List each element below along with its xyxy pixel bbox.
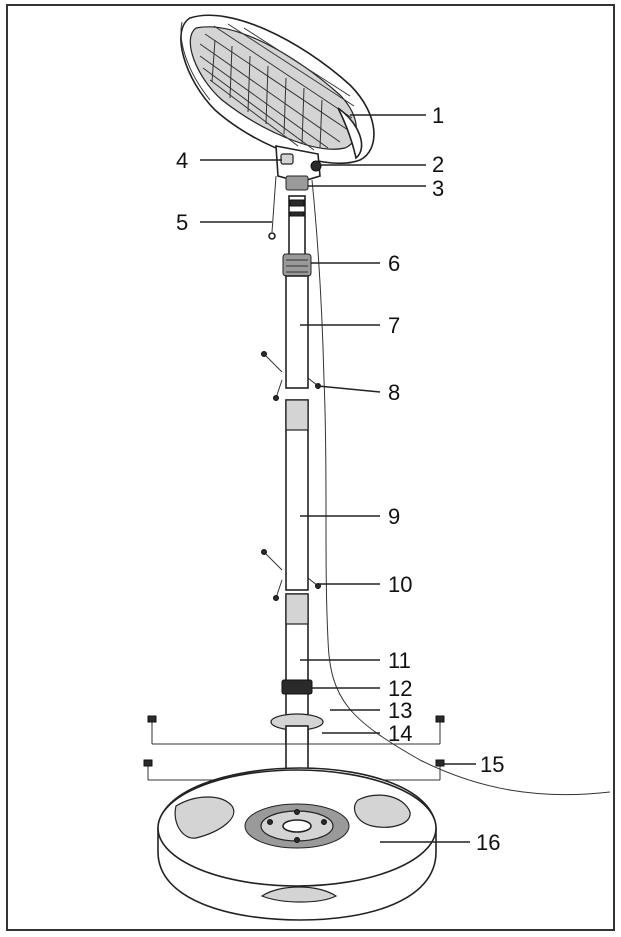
callout-10: 10 — [388, 572, 412, 597]
middle-pole-9 — [285, 399, 309, 591]
callout-1: 1 — [432, 103, 444, 128]
callout-15: 15 — [480, 752, 504, 777]
callout-4: 4 — [176, 148, 188, 173]
heater-head — [180, 14, 375, 164]
callout-3: 3 — [432, 176, 444, 201]
base-screws-15 — [143, 715, 445, 781]
switch-4 — [280, 153, 294, 165]
tilt-knob-2 — [310, 160, 322, 172]
upper-tube-tip — [288, 195, 306, 257]
callout-16: 16 — [476, 830, 500, 855]
pull-cord — [268, 175, 277, 240]
callout-8: 8 — [388, 380, 400, 405]
callout-labels: 1 2 3 4 5 6 7 8 9 10 11 12 13 14 15 16 — [176, 103, 504, 855]
callout-5: 5 — [176, 210, 188, 235]
lower-pole-11 — [285, 593, 309, 745]
leader-lines — [200, 114, 476, 843]
base-16 — [157, 767, 437, 921]
callout-2: 2 — [432, 152, 444, 177]
diagram-border — [6, 4, 615, 931]
lock-collar-6 — [282, 253, 312, 277]
upper-pole-7 — [285, 275, 309, 389]
callout-7: 7 — [388, 313, 400, 338]
callout-11: 11 — [388, 648, 411, 673]
screws-10 — [261, 549, 321, 601]
joint-3 — [285, 175, 309, 191]
callout-9: 9 — [388, 504, 400, 529]
callout-13: 13 — [388, 698, 412, 723]
callout-12: 12 — [388, 676, 412, 701]
power-cable-13 — [311, 179, 611, 796]
head-bracket — [275, 145, 322, 191]
callout-6: 6 — [388, 251, 400, 276]
cable-clip-12 — [281, 679, 313, 695]
callout-14: 14 — [388, 721, 412, 746]
